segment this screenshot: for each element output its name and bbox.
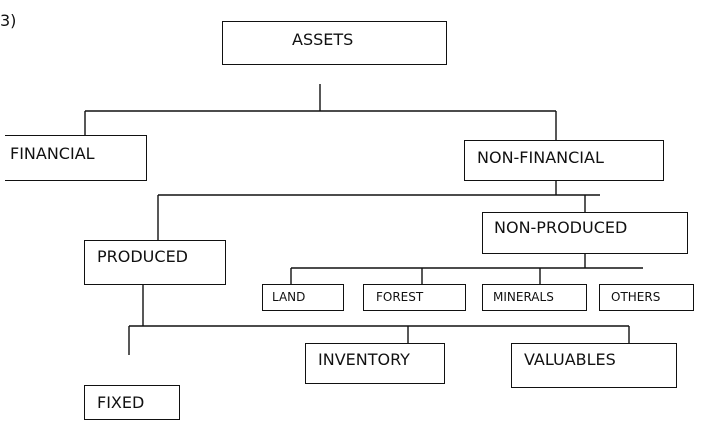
node-financial: FINANCIAL — [5, 135, 147, 181]
node-financial-label: FINANCIAL — [10, 144, 95, 163]
node-produced: PRODUCED — [84, 240, 226, 285]
node-forest-label: FOREST — [376, 290, 424, 304]
node-land-label: LAND — [272, 290, 306, 304]
question-number: 3) — [0, 11, 17, 30]
node-minerals-label: MINERALS — [493, 290, 554, 304]
node-others: OTHERS — [599, 284, 694, 311]
node-valuables-label: VALUABLES — [524, 350, 616, 369]
node-produced-label: PRODUCED — [97, 247, 188, 266]
node-land: LAND — [262, 284, 344, 311]
node-fixed: FIXED — [84, 385, 180, 420]
node-fixed-label: FIXED — [97, 393, 145, 412]
node-non-produced-label: NON-PRODUCED — [494, 218, 628, 237]
node-non-financial: NON-FINANCIAL — [464, 140, 664, 181]
node-inventory: INVENTORY — [305, 343, 445, 384]
node-valuables: VALUABLES — [511, 343, 677, 388]
node-assets: ASSETS — [222, 21, 447, 65]
node-inventory-label: INVENTORY — [318, 350, 410, 369]
node-forest: FOREST — [363, 284, 466, 311]
node-non-produced: NON-PRODUCED — [482, 212, 688, 254]
node-assets-label: ASSETS — [292, 30, 354, 49]
node-non-financial-label: NON-FINANCIAL — [477, 148, 604, 167]
node-others-label: OTHERS — [611, 290, 661, 304]
node-minerals: MINERALS — [482, 284, 587, 311]
